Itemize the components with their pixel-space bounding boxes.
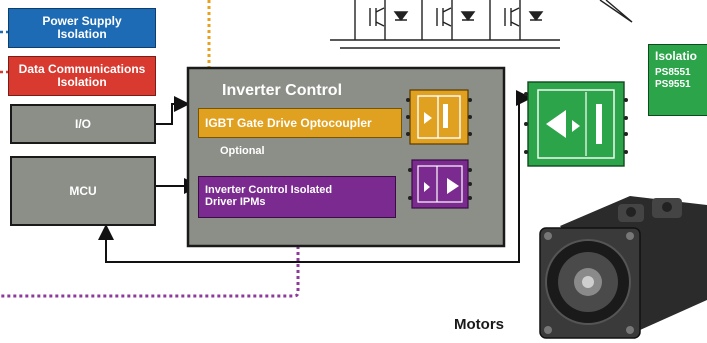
isolation-panel-title: Isolatio — [655, 49, 698, 63]
igbt-gate-drive-box: IGBT Gate Drive Optocoupler — [198, 108, 402, 138]
motors-label: Motors — [454, 316, 504, 333]
io-to-inverter-arrow — [156, 96, 190, 125]
isolation-amplifier-icon — [524, 81, 628, 167]
optional-label: Optional — [220, 145, 265, 158]
isolation-part-ps9551: PS9551 — [655, 79, 691, 90]
io-box: I/O — [10, 104, 156, 144]
purple-dotted-link — [0, 222, 300, 298]
driver-ic-icon — [408, 159, 472, 209]
motor-feedback-arrow — [98, 145, 520, 263]
sensor-to-isolator-arrow — [516, 90, 532, 146]
power-supply-isolation-box: Power Supply Isolation — [8, 8, 156, 48]
data-communications-isolation-box: Data Communications Isolation — [8, 56, 156, 96]
motor-illustration — [539, 196, 707, 339]
inverter-control-isolated-box: Inverter Control Isolated Driver IPMs — [198, 176, 396, 218]
mcu-box: MCU — [10, 156, 156, 226]
optocoupler-ic-icon — [406, 89, 472, 145]
igbt-switch-array — [330, 0, 633, 49]
isolation-part-ps8551: PS8551 — [655, 67, 691, 78]
inverter-control-title: Inverter Control — [222, 81, 343, 99]
isolation-panel: Isolatio PS8551 PS9551 — [648, 44, 707, 116]
